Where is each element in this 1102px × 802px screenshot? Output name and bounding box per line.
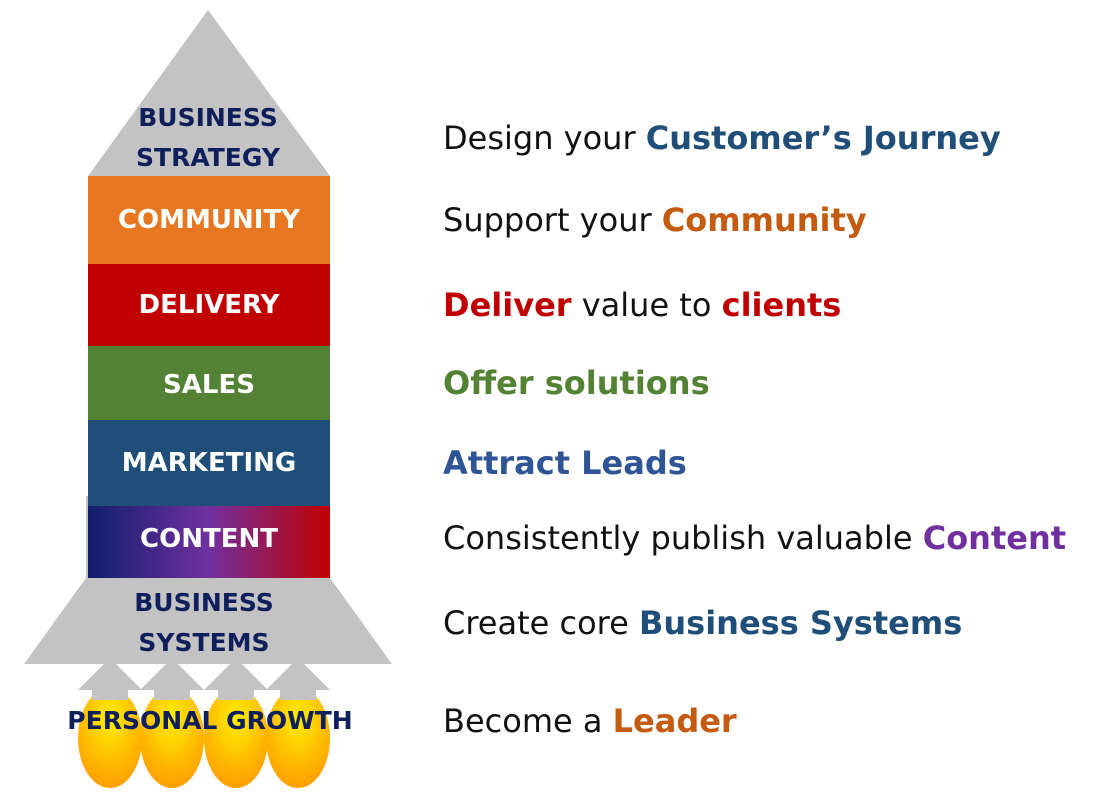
tagline-sales: Offer solutions — [443, 363, 710, 403]
tagline-community: Support your Community — [443, 200, 867, 240]
tagline-strategy: Design your Customer’s Journey — [443, 118, 1001, 158]
tagline-community-part: Support your — [443, 201, 662, 239]
tagline-growth-part: Become a — [443, 702, 613, 740]
tagline-content-part: Content — [922, 519, 1067, 557]
delivery-label: DELIVERY — [138, 290, 280, 320]
tagline-strategy-part: Design your — [443, 119, 646, 157]
tagline-community-part: Community — [661, 201, 867, 239]
flame — [266, 688, 330, 788]
sales-label: SALES — [163, 370, 255, 400]
tagline-content-part: Consistently publish valuable — [443, 519, 923, 557]
tagline-systems: Create core Business Systems — [443, 603, 962, 643]
community-label: COMMUNITY — [117, 205, 301, 235]
content-label: CONTENT — [140, 524, 278, 554]
nose-business-strategy — [88, 10, 330, 176]
nose-label: BUSINESS STRATEGY — [136, 103, 280, 172]
tagline-strategy-part: Customer’s Journey — [645, 119, 1001, 157]
marketing-label: MARKETING — [121, 448, 297, 478]
tagline-systems-part: Create core — [443, 604, 639, 642]
thruster — [140, 658, 204, 700]
base-label: BUSINESS SYSTEMS — [134, 588, 274, 657]
flame — [204, 688, 268, 788]
stage-marketing — [88, 420, 330, 506]
tagline-systems-part: Business Systems — [638, 604, 963, 642]
tagline-growth-part: Leader — [612, 702, 737, 740]
tagline-marketing: Attract Leads — [443, 443, 687, 483]
stage-delivery — [88, 264, 330, 346]
thruster — [78, 658, 142, 700]
tagline-sales-part: Offer solutions — [443, 364, 710, 402]
flame — [140, 688, 204, 788]
tagline-delivery-part: value to — [571, 286, 722, 324]
tagline-delivery-part: Deliver — [443, 286, 572, 324]
tagline-marketing-part: Attract Leads — [443, 444, 687, 482]
tagline-growth: Become a Leader — [443, 701, 737, 741]
thruster — [204, 658, 268, 700]
tagline-content: Consistently publish valuable Content — [443, 518, 1066, 558]
tagline-delivery-part: clients — [721, 286, 842, 324]
thruster — [266, 658, 330, 700]
stage-content — [88, 506, 330, 578]
stage-community — [88, 176, 330, 264]
tagline-delivery: Deliver value to clients — [443, 285, 841, 325]
flame — [78, 688, 142, 788]
flames-label: PERSONAL GROWTH — [67, 706, 353, 735]
stage-sales — [88, 346, 330, 420]
